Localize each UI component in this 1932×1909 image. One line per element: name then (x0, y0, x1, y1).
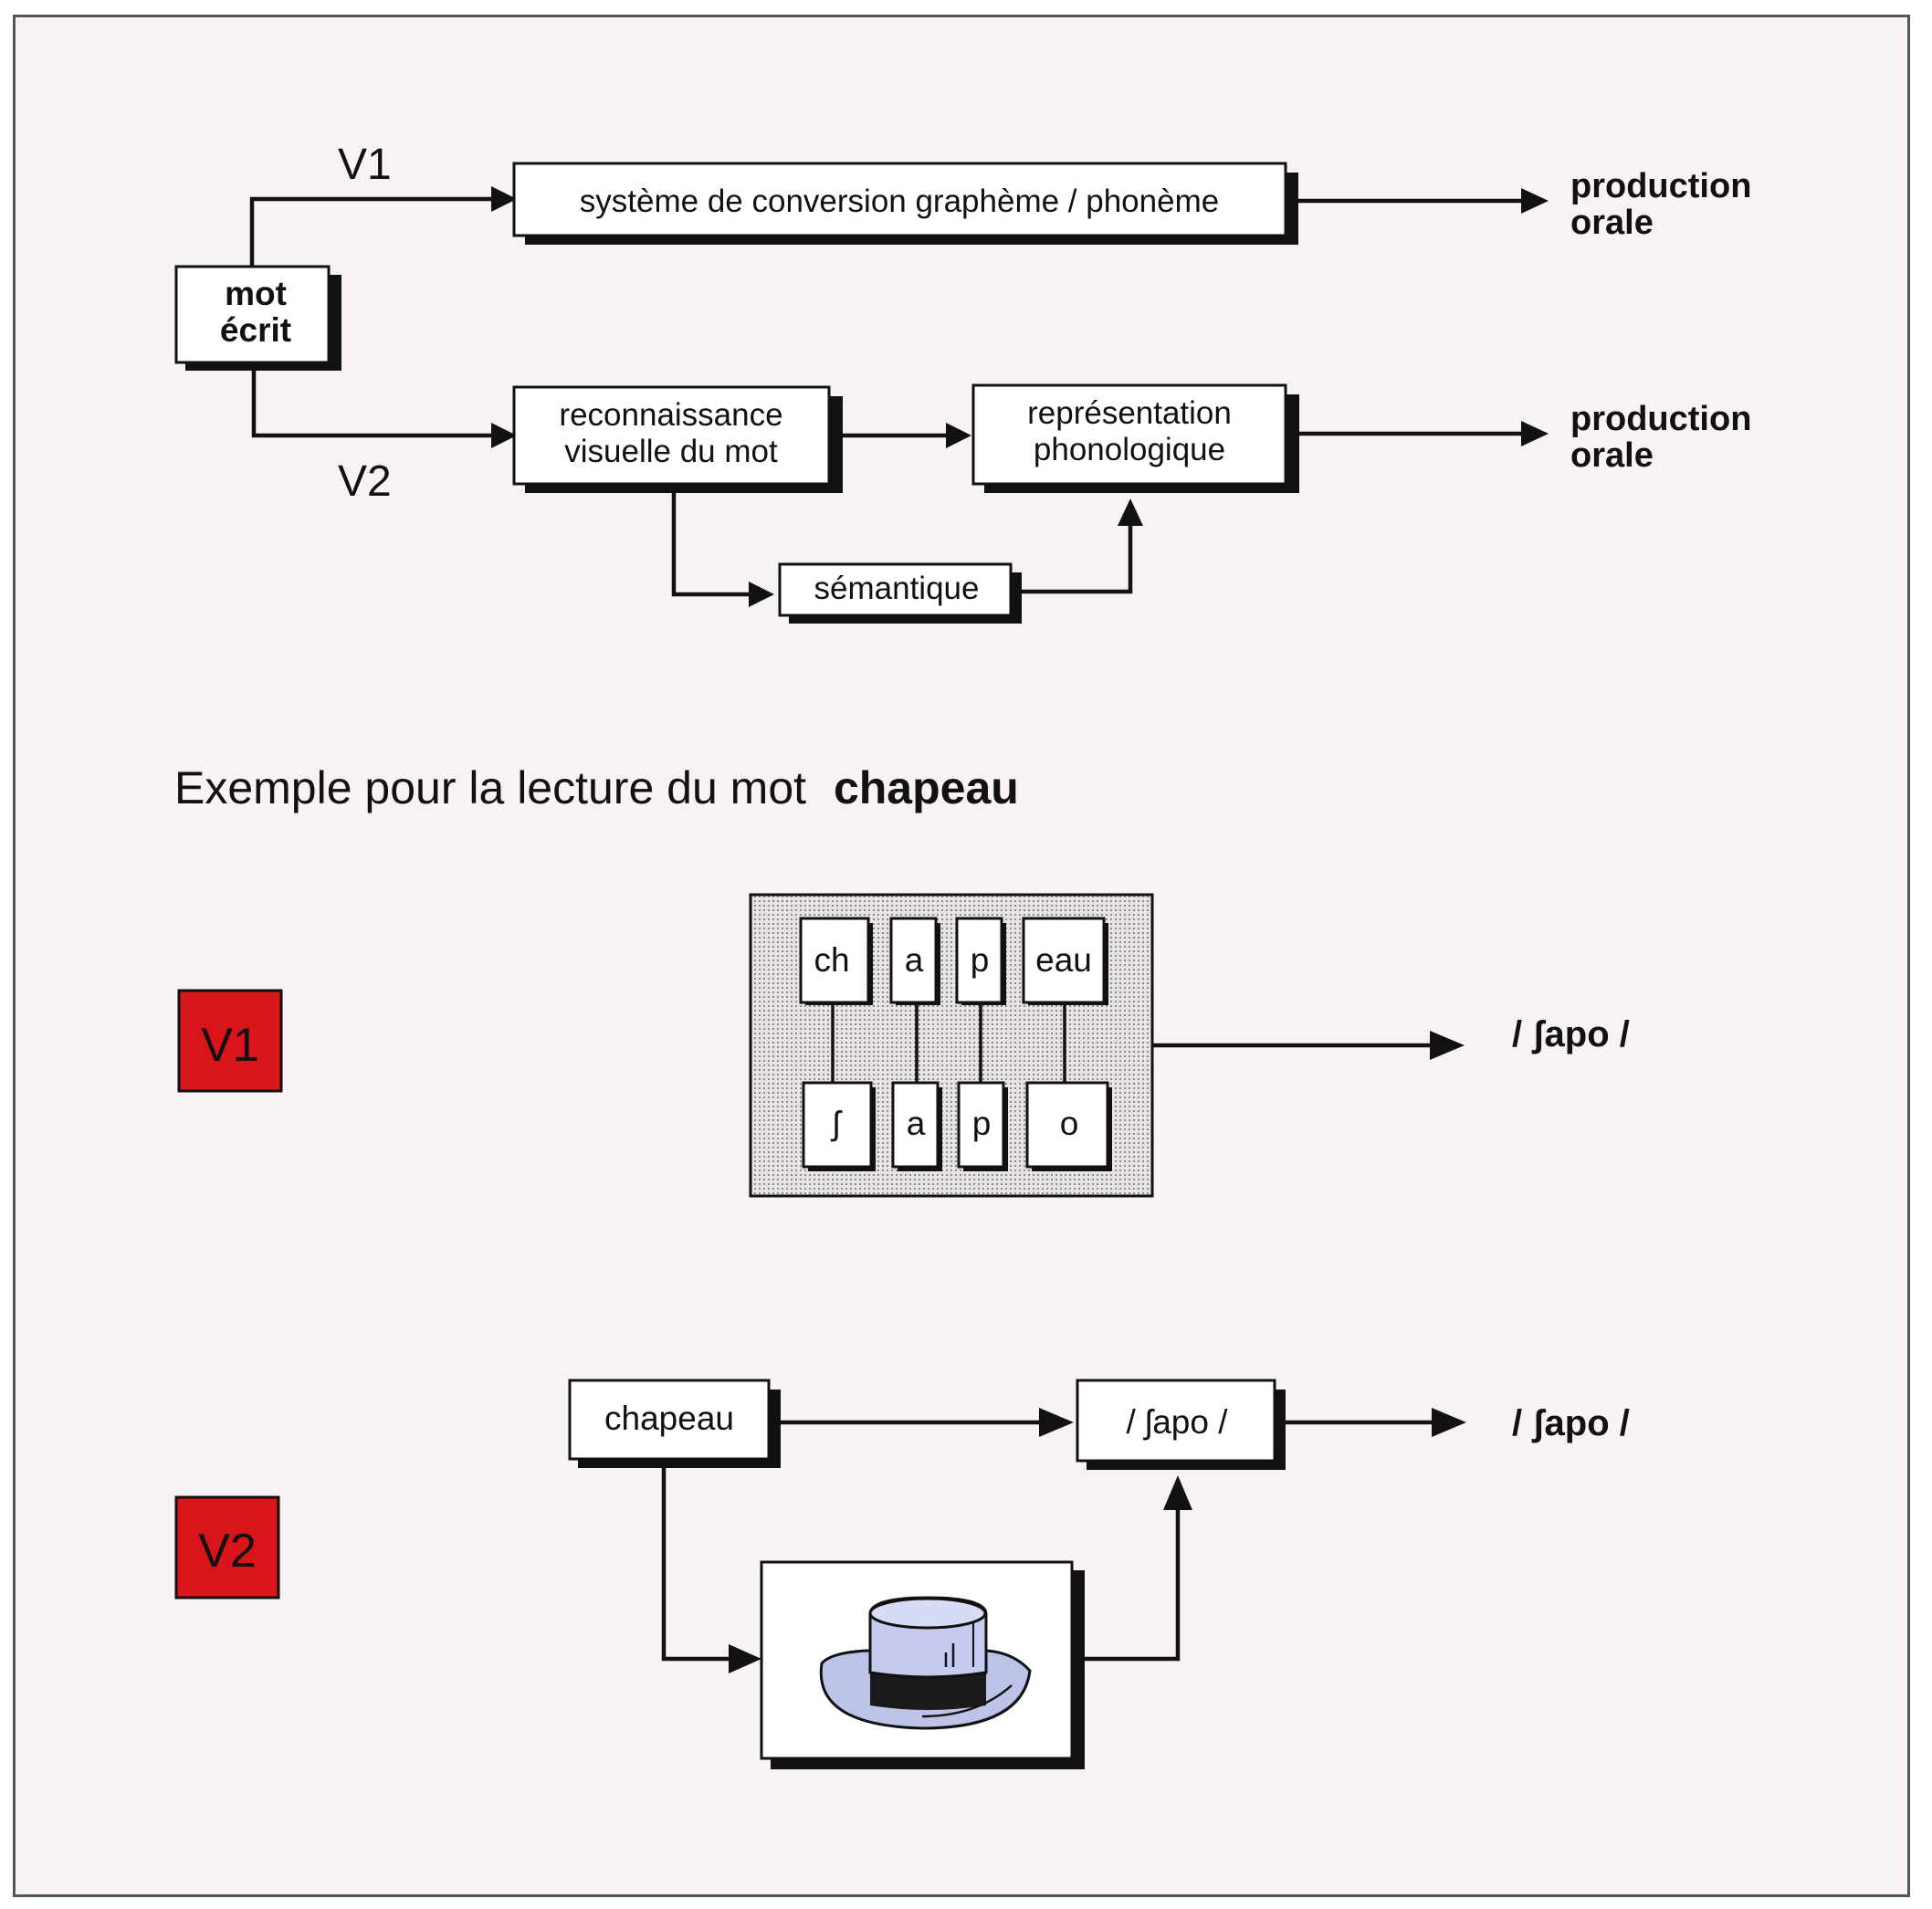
grapheme-eau: eau (1022, 917, 1108, 1005)
example-word-label: chapeau (604, 1400, 734, 1437)
arrow-to-phono-box (946, 423, 971, 448)
v1-output-line2: orale (1570, 204, 1654, 242)
arrow-hat-to-phono (1163, 1475, 1192, 1510)
example-title: Exemple pour la lecture du mot chapeau (174, 762, 1019, 813)
semantic-box: sémantique (778, 562, 1022, 624)
grapheme-phoneme-box: système de conversion graphème / phonème (512, 162, 1298, 245)
grapheme-ch-label: ch (814, 941, 849, 979)
v2-output-line1: production (1570, 400, 1751, 438)
grapheme-ch: ch (799, 917, 873, 1005)
phoneme-p: p (957, 1081, 1008, 1171)
grapheme-a: a (889, 917, 940, 1005)
arrow-to-hat-image (729, 1644, 761, 1673)
arrow-semantic-to-phono (1118, 498, 1143, 526)
v2-output-line2: orale (1570, 436, 1654, 475)
path-label-v1: V1 (338, 141, 392, 189)
v2-result: / ʃapo / (1512, 1403, 1630, 1443)
path-label-v2: V2 (338, 457, 392, 506)
arrow-to-semantic (749, 582, 774, 607)
v1-output-line1: production (1570, 167, 1751, 205)
v2-badge-label: V2 (198, 1525, 257, 1578)
v1-result: / ʃapo / (1512, 1014, 1630, 1054)
semantic-label: sémantique (814, 571, 980, 606)
model-connectors (249, 186, 1549, 607)
phoneme-sh: ʃ (802, 1081, 876, 1171)
example-title-word: chapeau (834, 762, 1019, 813)
arrow-v2-output (1521, 421, 1549, 446)
phonological-line2: phonologique (1034, 432, 1225, 467)
phoneme-o-label: o (1060, 1105, 1079, 1142)
grapheme-phoneme-label: système de conversion graphème / phonème (580, 184, 1219, 219)
v2-badge: V2 (174, 1495, 280, 1600)
grapheme-p: p (955, 917, 1006, 1005)
arrow-v1-output (1521, 188, 1549, 214)
grapheme-eau-label: eau (1035, 941, 1092, 979)
phoneme-o: o (1025, 1081, 1112, 1171)
example-word-box: chapeau (568, 1379, 781, 1468)
v1-badge-label: V1 (201, 1019, 259, 1072)
v1-badge: V1 (177, 989, 283, 1093)
input-word-box: mot écrit (174, 265, 341, 371)
phoneme-a-label: a (907, 1105, 926, 1142)
example-phono-label: / ʃapo / (1126, 1403, 1228, 1441)
phoneme-a: a (891, 1081, 942, 1171)
input-word-line1: mot (225, 275, 287, 312)
visual-recognition-line2: visuelle du mot (564, 434, 778, 469)
grapheme-phoneme-panel: ch a p eau ʃ a (749, 893, 1154, 1198)
phoneme-p-label: p (972, 1105, 992, 1142)
grapheme-a-label: a (905, 941, 924, 979)
arrow-to-phono-example (1039, 1408, 1074, 1437)
example-title-prefix: Exemple pour la lecture du mot (174, 762, 806, 813)
arrow-to-v1-box (491, 186, 517, 212)
visual-recognition-box: reconnaissance visuelle du mot (512, 385, 843, 493)
phoneme-sh-label: ʃ (830, 1105, 843, 1142)
hat-icon (819, 1596, 1032, 1730)
phonological-representation-box: représentation phonologique (971, 383, 1299, 493)
example-phono-box: / ʃapo / (1076, 1379, 1286, 1470)
arrow-v2-result (1432, 1408, 1466, 1437)
arrow-v1-result (1430, 1031, 1465, 1060)
semantic-image-box (760, 1560, 1085, 1769)
phonological-line1: représentation (1027, 395, 1232, 431)
input-word-line2: écrit (220, 311, 291, 349)
visual-recognition-line1: reconnaissance (559, 397, 782, 433)
grapheme-p-label: p (971, 941, 990, 979)
arrow-to-visual-box (491, 423, 517, 448)
